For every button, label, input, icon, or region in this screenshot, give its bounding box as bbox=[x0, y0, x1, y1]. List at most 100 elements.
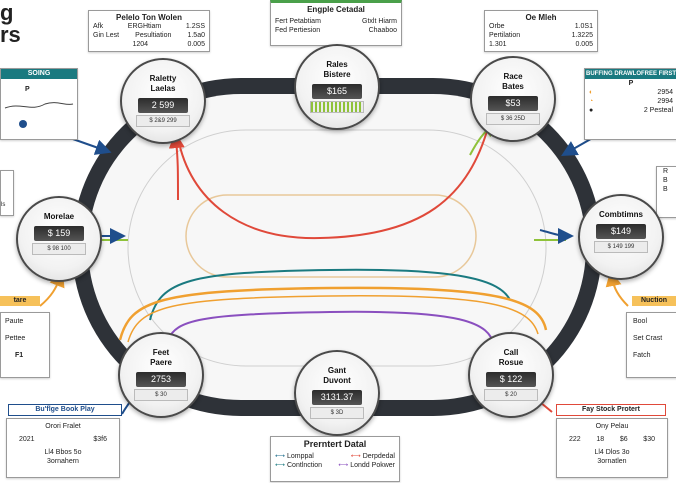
node-mr-label1: Combtimns bbox=[599, 210, 643, 219]
teal-flow-line bbox=[149, 268, 511, 321]
legend-item-2: ⟷ Contlnction bbox=[275, 461, 322, 470]
bottom-right-v3: $6 bbox=[619, 436, 628, 443]
purple-flow-line bbox=[167, 310, 495, 347]
center-oval bbox=[185, 194, 477, 278]
bottom-left-title: Bu'flge Book Play bbox=[8, 404, 122, 416]
node-tc-label1: Rales bbox=[326, 60, 348, 69]
legend-item-1: ⟷ Derpdedal bbox=[351, 452, 395, 461]
node-tc-bars bbox=[310, 101, 364, 113]
left-small-row: ls bbox=[1, 202, 6, 208]
right-mid-r1: Set Crast bbox=[633, 335, 663, 342]
node-tr-label1: Race bbox=[503, 72, 523, 81]
node-mr-sub: $ 149 199 bbox=[594, 241, 648, 253]
orange-flow-line-2 bbox=[127, 295, 539, 343]
node-br-label2: Rosue bbox=[498, 358, 524, 367]
bottom-right-sub: Ony Pelau bbox=[595, 423, 629, 430]
header-sub-1: Fert Petabtiam bbox=[275, 18, 321, 25]
right-panel: BUFFING DRAWLOFREE FIRST P ◐2954 ◔2994 ●… bbox=[584, 68, 676, 140]
header-title: Engple Cetadal bbox=[307, 5, 365, 14]
header-panel: Engple Cetadal Fert Petabtiam Gtxlt Hiarm… bbox=[270, 0, 402, 46]
node-bc-sub: $ 3D bbox=[310, 407, 364, 419]
node-tl-value: 2 599 bbox=[138, 98, 188, 113]
right-small-panel: R B B bbox=[656, 166, 676, 218]
left-panel-title: SOING bbox=[1, 69, 77, 79]
right-panel-icon-2: ◔ bbox=[589, 98, 594, 105]
legend-swatch-blue: ⟷ bbox=[275, 453, 286, 460]
bottom-left-v1: 2021 bbox=[19, 436, 35, 443]
tl-r0c1: ERGHtiam bbox=[127, 23, 162, 30]
node-bl-label2: Paere bbox=[150, 358, 172, 367]
page-title: g rs bbox=[0, 2, 21, 46]
left-mid-r1: Pettee bbox=[5, 335, 26, 342]
tl-r2c2: 0.005 bbox=[187, 41, 205, 48]
left-panel-p: P bbox=[25, 86, 30, 93]
node-br-label1: Call bbox=[503, 348, 519, 357]
tr-r0c0: Orbe bbox=[489, 23, 505, 30]
tl-r2c1: 1204 bbox=[132, 41, 149, 48]
bottom-right-foot2: 3ornatlen bbox=[597, 458, 627, 465]
tr-r0c1: 1.0S1 bbox=[574, 23, 593, 30]
right-panel-icon: ◐ bbox=[589, 89, 594, 96]
node-tl-label2: Laelas bbox=[150, 84, 176, 93]
right-panel-foot: 2 Pesteal bbox=[643, 107, 673, 114]
legend-title: Prerntert Datal bbox=[303, 439, 367, 449]
left-mid-r2: F1 bbox=[15, 352, 24, 359]
bottom-right-title: Fay Stock Protert bbox=[556, 404, 666, 416]
tl-r1c0: Gin Lest bbox=[93, 32, 120, 39]
bottom-left-foot2: 3ornahern bbox=[47, 458, 79, 465]
legend-item-3: ⟷ Londd Pokwer bbox=[338, 461, 395, 470]
left-mid-panel: Paute Pettee F1 bbox=[0, 312, 50, 378]
node-middle-right: Combtimns $149 $ 149 199 bbox=[578, 194, 664, 280]
tl-r1c1: Pesultiation bbox=[135, 32, 172, 39]
right-mid-r0: Bool bbox=[633, 318, 648, 325]
left-mid-r0: Paute bbox=[5, 318, 24, 325]
right-panel-v2: 2994 bbox=[657, 98, 673, 105]
legend-swatch-red: ⟷ bbox=[350, 453, 361, 460]
tr-r2c1: 0.005 bbox=[575, 41, 593, 48]
tl-r0c0: Afk bbox=[93, 23, 104, 30]
node-tc-label2: Bistere bbox=[323, 70, 351, 79]
bottom-left-v2: $3f6 bbox=[93, 436, 107, 443]
orange-short-right bbox=[605, 270, 629, 307]
node-ml-value: $ 159 bbox=[34, 226, 84, 241]
bottom-right-foot1: Ll4 Dlos 3o bbox=[594, 449, 630, 456]
tr-r2c0: 1.301 bbox=[489, 41, 507, 48]
bottom-left-sub: Orori Fralet bbox=[45, 423, 81, 430]
legend-item-0: ⟷ Lomppal bbox=[275, 452, 314, 461]
node-tl-label1: Raletty bbox=[149, 74, 177, 83]
left-mid-title: tare bbox=[0, 296, 40, 306]
legend-swatch-purple: ⟷ bbox=[338, 462, 349, 469]
legend-label-2: Contlnction bbox=[287, 462, 323, 469]
node-bc-value: 3131.37 bbox=[312, 390, 362, 405]
node-middle-left: Morelae $ 159 $ 98 100 bbox=[16, 196, 102, 282]
right-panel-title: BUFFING DRAWLOFREE FIRST bbox=[585, 69, 676, 79]
right-small-r0: R bbox=[663, 168, 669, 175]
node-br-sub: $ 20 bbox=[484, 389, 538, 401]
legend-label-1: Derpdedal bbox=[362, 453, 395, 460]
tl-r0c2: 1.2SS bbox=[185, 23, 205, 30]
header-sub-3: Gtxlt Hiarm bbox=[362, 18, 397, 25]
node-tc-value: $165 bbox=[312, 84, 362, 99]
bottom-right-v2: 18 bbox=[596, 436, 605, 443]
red-flow-line bbox=[177, 112, 496, 240]
right-panel-p: P bbox=[628, 80, 634, 87]
right-small-r2: B bbox=[663, 186, 668, 193]
title-line-1: g bbox=[0, 0, 14, 25]
title-line-2: rs bbox=[0, 22, 21, 47]
bottom-left-panel: Orori Fralet 2021$3f6 Ll4 Bbos 5o 3ornah… bbox=[6, 418, 120, 478]
node-ml-label1: Morelae bbox=[43, 212, 75, 221]
legend-label-0: Lomppal bbox=[287, 453, 314, 460]
right-mid-title: Nuction bbox=[632, 296, 676, 306]
orange-flow-line bbox=[118, 286, 548, 341]
node-bl-label1: Feet bbox=[152, 348, 170, 357]
node-bl-sub: $ 30 bbox=[134, 389, 188, 401]
blue-diag-top-left bbox=[69, 137, 112, 155]
header-sub-4: Chaaboo bbox=[368, 27, 397, 34]
